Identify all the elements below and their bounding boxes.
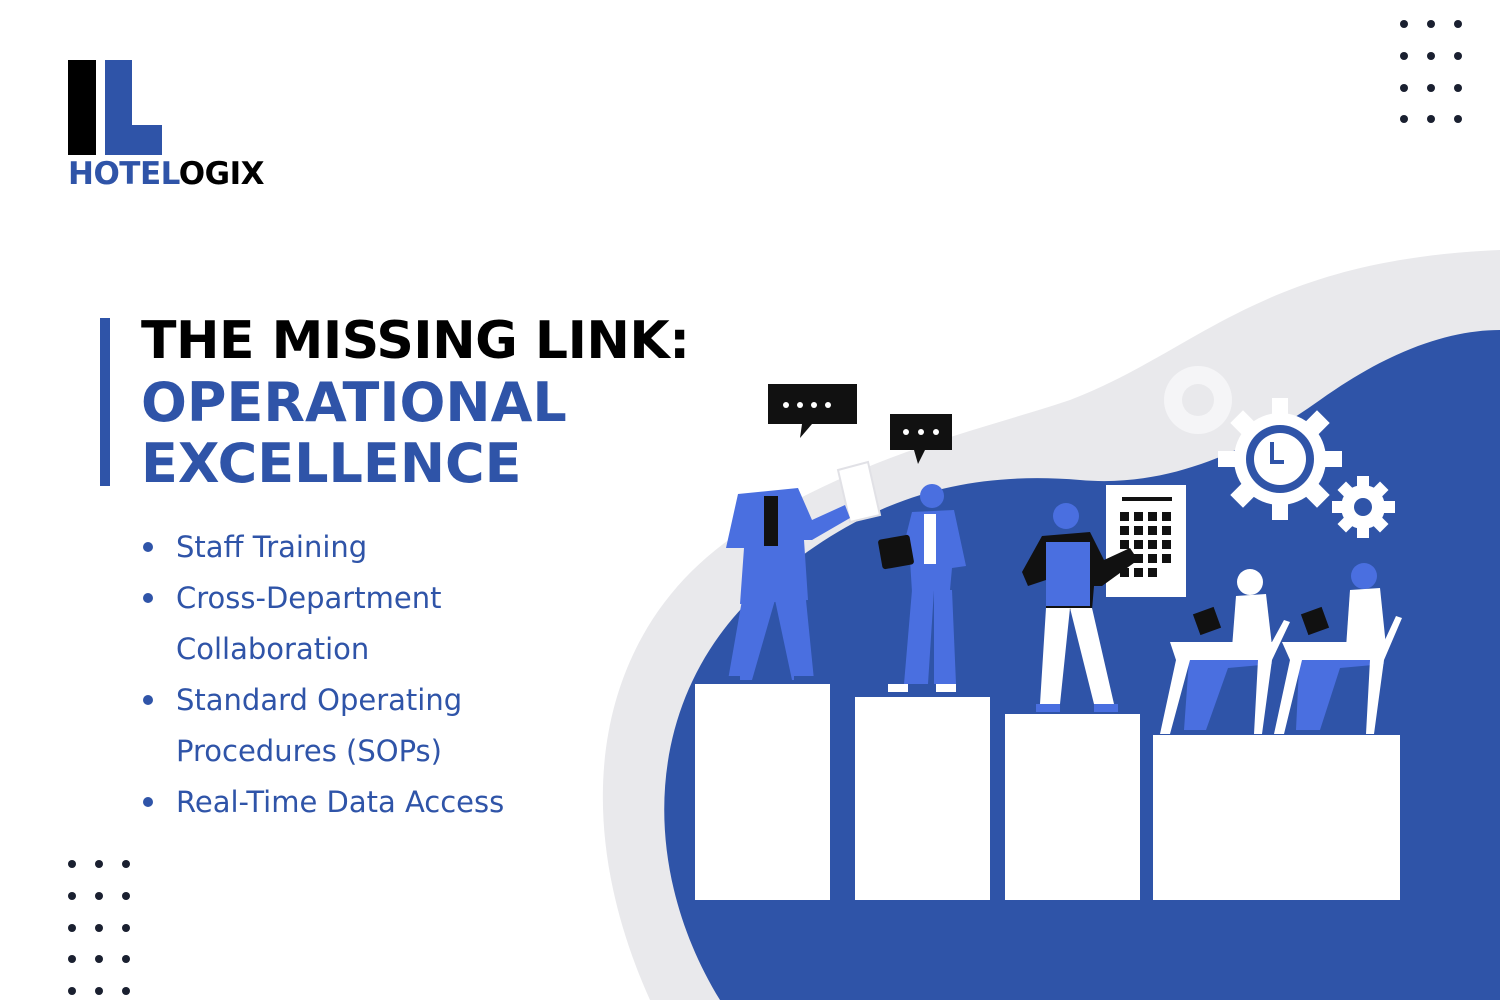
- person-presenter: [712, 454, 882, 684]
- speech-bubble-small-icon: [890, 414, 952, 464]
- podium-4: [1153, 735, 1400, 900]
- logo-mark-icon: [68, 60, 162, 155]
- dot-grid-bottom-left: [64, 860, 134, 1000]
- clock-gear-icon: [1218, 398, 1342, 520]
- person-woman-tablet: [878, 484, 966, 692]
- title-line-2: OPERATIONAL: [141, 371, 567, 434]
- speech-bubble-icon: [768, 384, 857, 438]
- podium-2: [855, 697, 990, 900]
- person-man-pointing: [1022, 503, 1138, 712]
- dot-grid-top-right: [1396, 20, 1466, 124]
- page-title: THE MISSING LINK: OPERATIONAL EXCELLENCE: [141, 310, 690, 494]
- calendar-board-icon: [1106, 485, 1186, 597]
- podium-1: [695, 684, 830, 900]
- title-line-3: EXCELLENCE: [141, 432, 522, 495]
- list-item-staff-training: Staff Training: [140, 522, 504, 573]
- person-seated-2: [1274, 563, 1402, 734]
- list-item-real-time-data: Real-Time Data Access: [140, 777, 504, 828]
- title-line-1: THE MISSING LINK:: [141, 311, 690, 371]
- title-accent-bar: [100, 318, 110, 486]
- logo-wordmark: HOTELOGIX: [68, 156, 265, 192]
- podium-3: [1005, 714, 1140, 900]
- hotelogix-logo: HOTELOGIX: [68, 60, 265, 200]
- person-seated-1: [1160, 569, 1290, 734]
